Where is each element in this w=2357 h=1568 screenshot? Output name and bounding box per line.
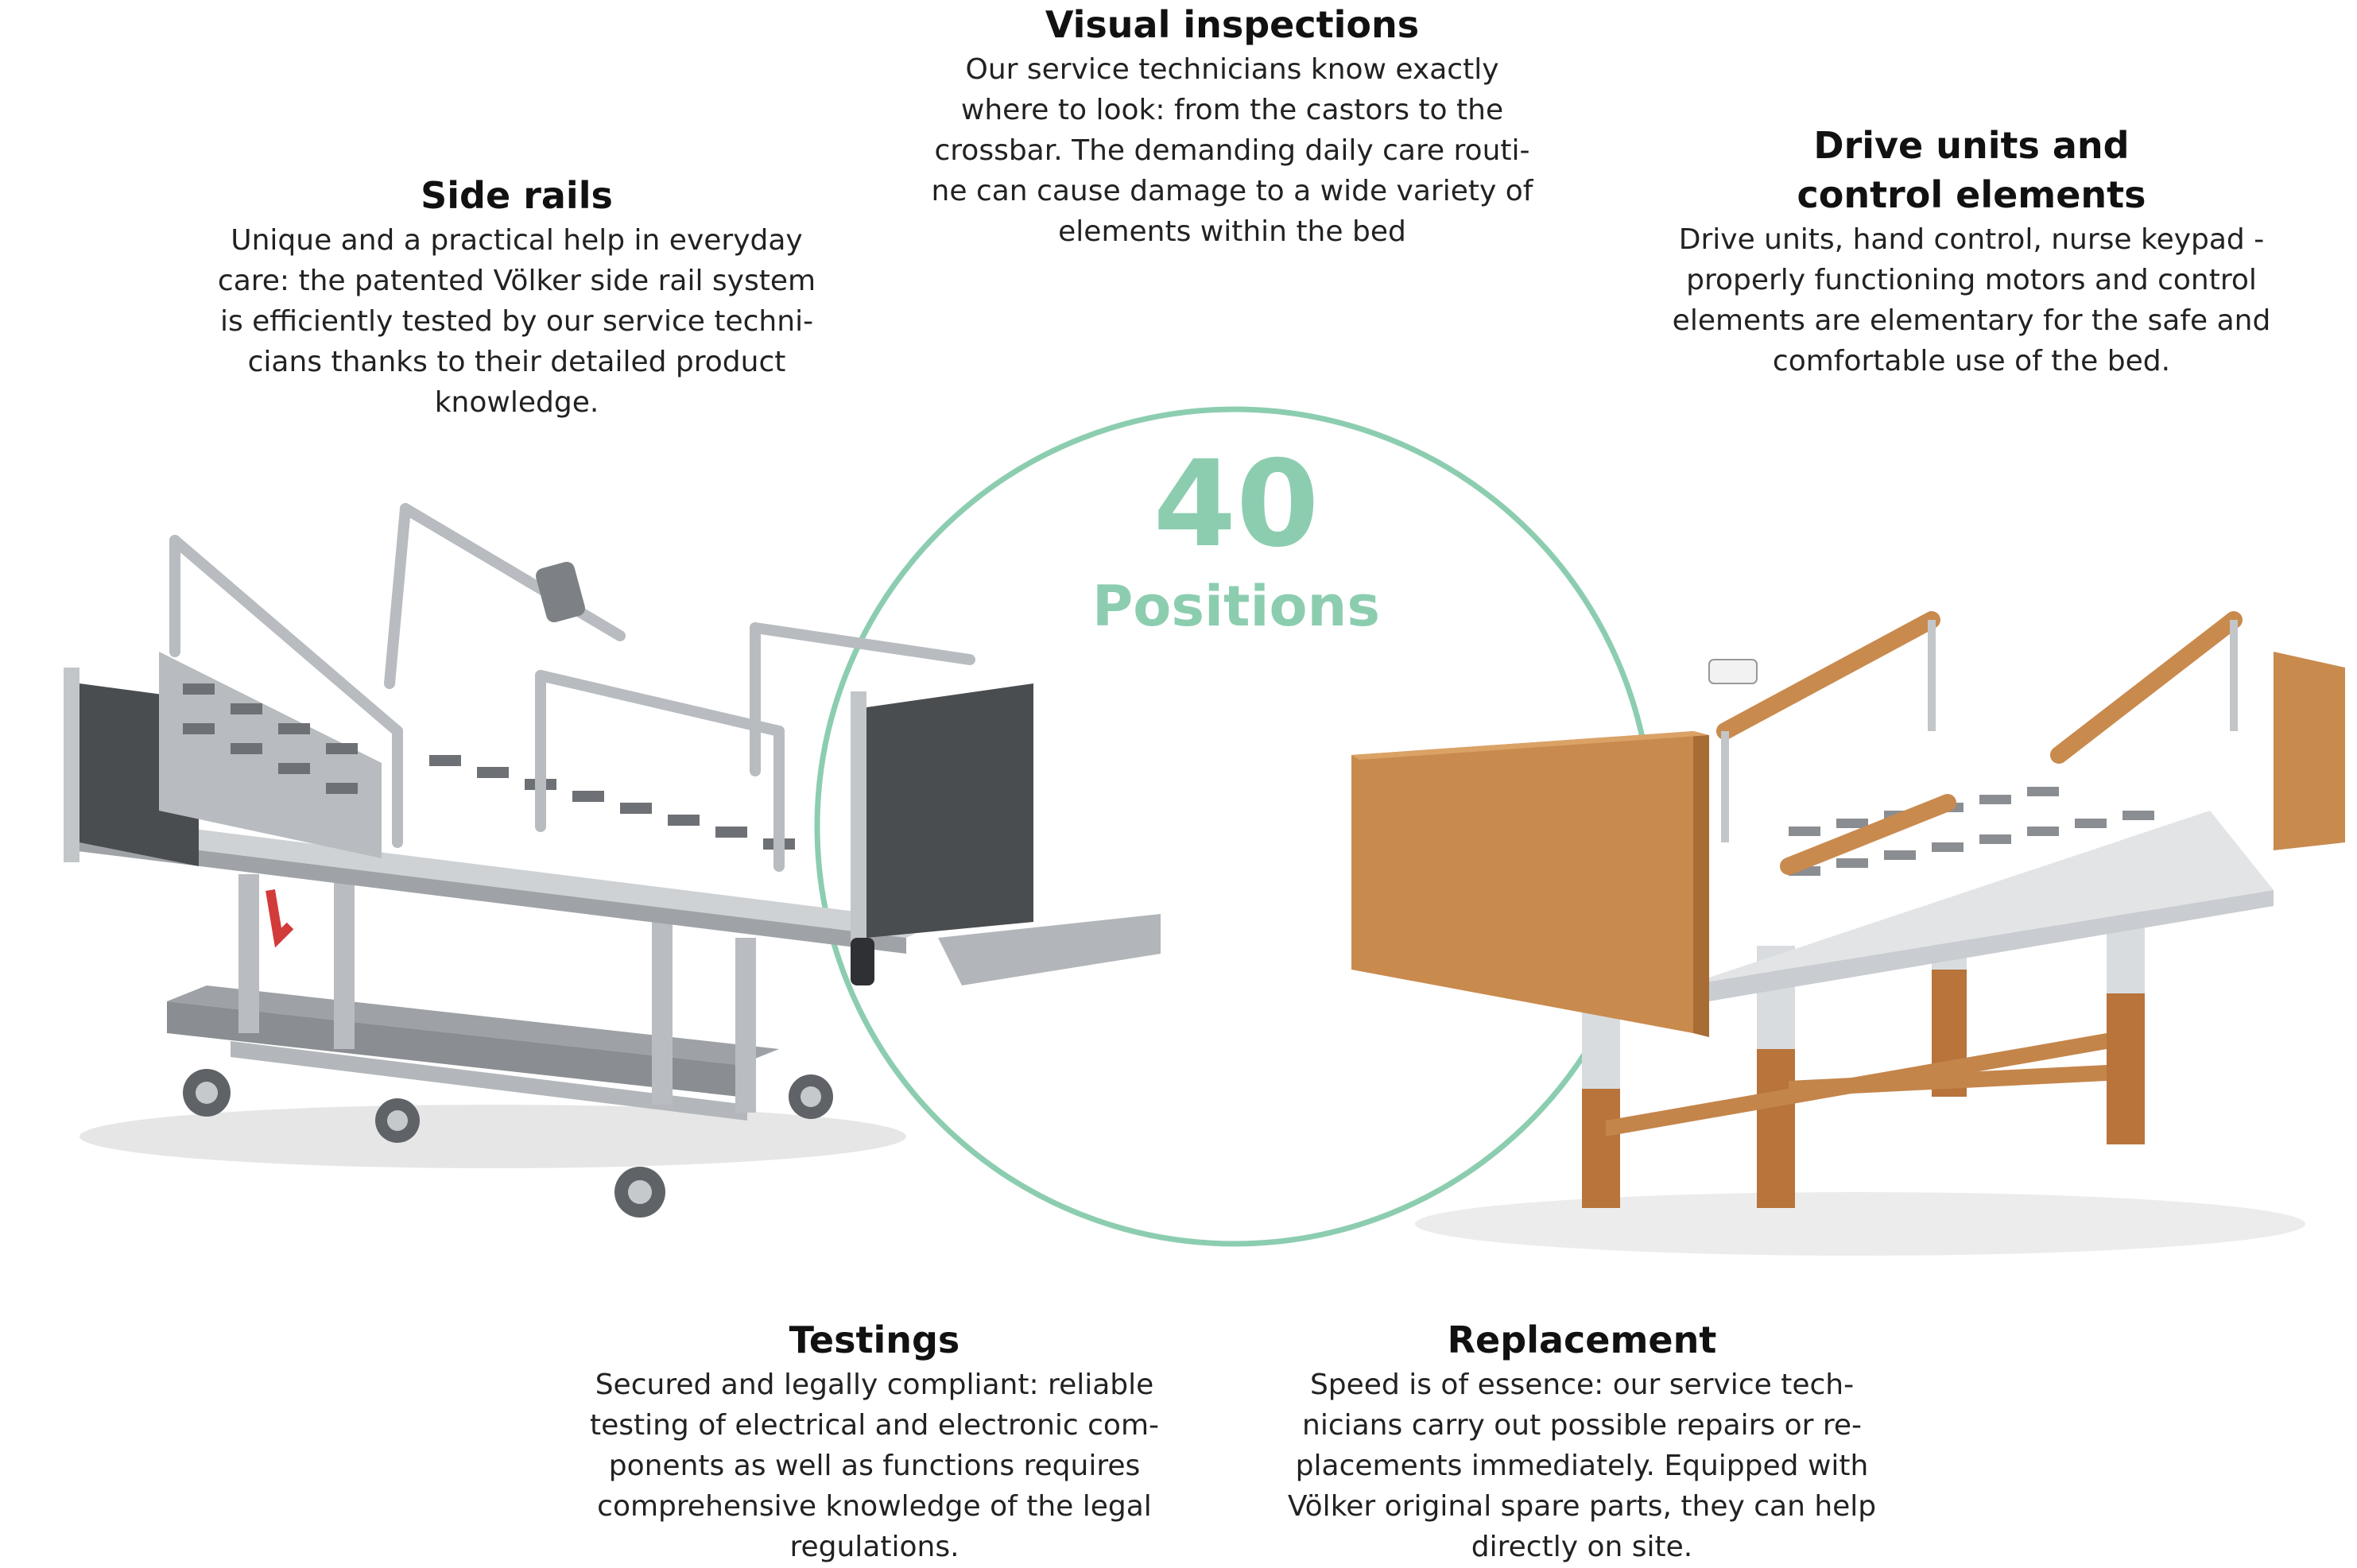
side-rails-text: Unique and a practical help in everyday … bbox=[217, 224, 816, 419]
care-bed-image bbox=[1351, 611, 2345, 1256]
drive-units-text: Drive units, hand control, nurse keypad … bbox=[1672, 223, 2271, 377]
drive-units-title-line1: Drive units and bbox=[1813, 124, 2130, 167]
drive-units-block: Drive units and control elements Drive u… bbox=[1638, 121, 2305, 381]
side-rails-title: Side rails bbox=[421, 174, 613, 217]
visual-inspections-text: Our service technicians know exactly whe… bbox=[931, 53, 1533, 248]
visual-inspections-block: Visual inspections Our service technicia… bbox=[882, 0, 1582, 252]
drive-units-title-line2: control elements bbox=[1797, 173, 2146, 216]
testings-block: Testings Secured and legally compliant: … bbox=[556, 1315, 1192, 1567]
replacement-text: Speed is of essence: our service tech- n… bbox=[1287, 1369, 1877, 1563]
replacement-title: Replacement bbox=[1447, 1318, 1717, 1361]
positions-label: Positions bbox=[1091, 574, 1381, 639]
replacement-block: Replacement Speed is of essence: our ser… bbox=[1264, 1315, 1900, 1567]
visual-inspections-title: Visual inspections bbox=[1045, 3, 1420, 46]
hospital-bed-image bbox=[64, 503, 1161, 1218]
side-rails-block: Side rails Unique and a practical help i… bbox=[183, 171, 851, 423]
testings-title: Testings bbox=[789, 1318, 960, 1361]
testings-text: Secured and legally compliant: reliable … bbox=[589, 1369, 1160, 1563]
positions-count: 40 bbox=[1153, 436, 1320, 574]
